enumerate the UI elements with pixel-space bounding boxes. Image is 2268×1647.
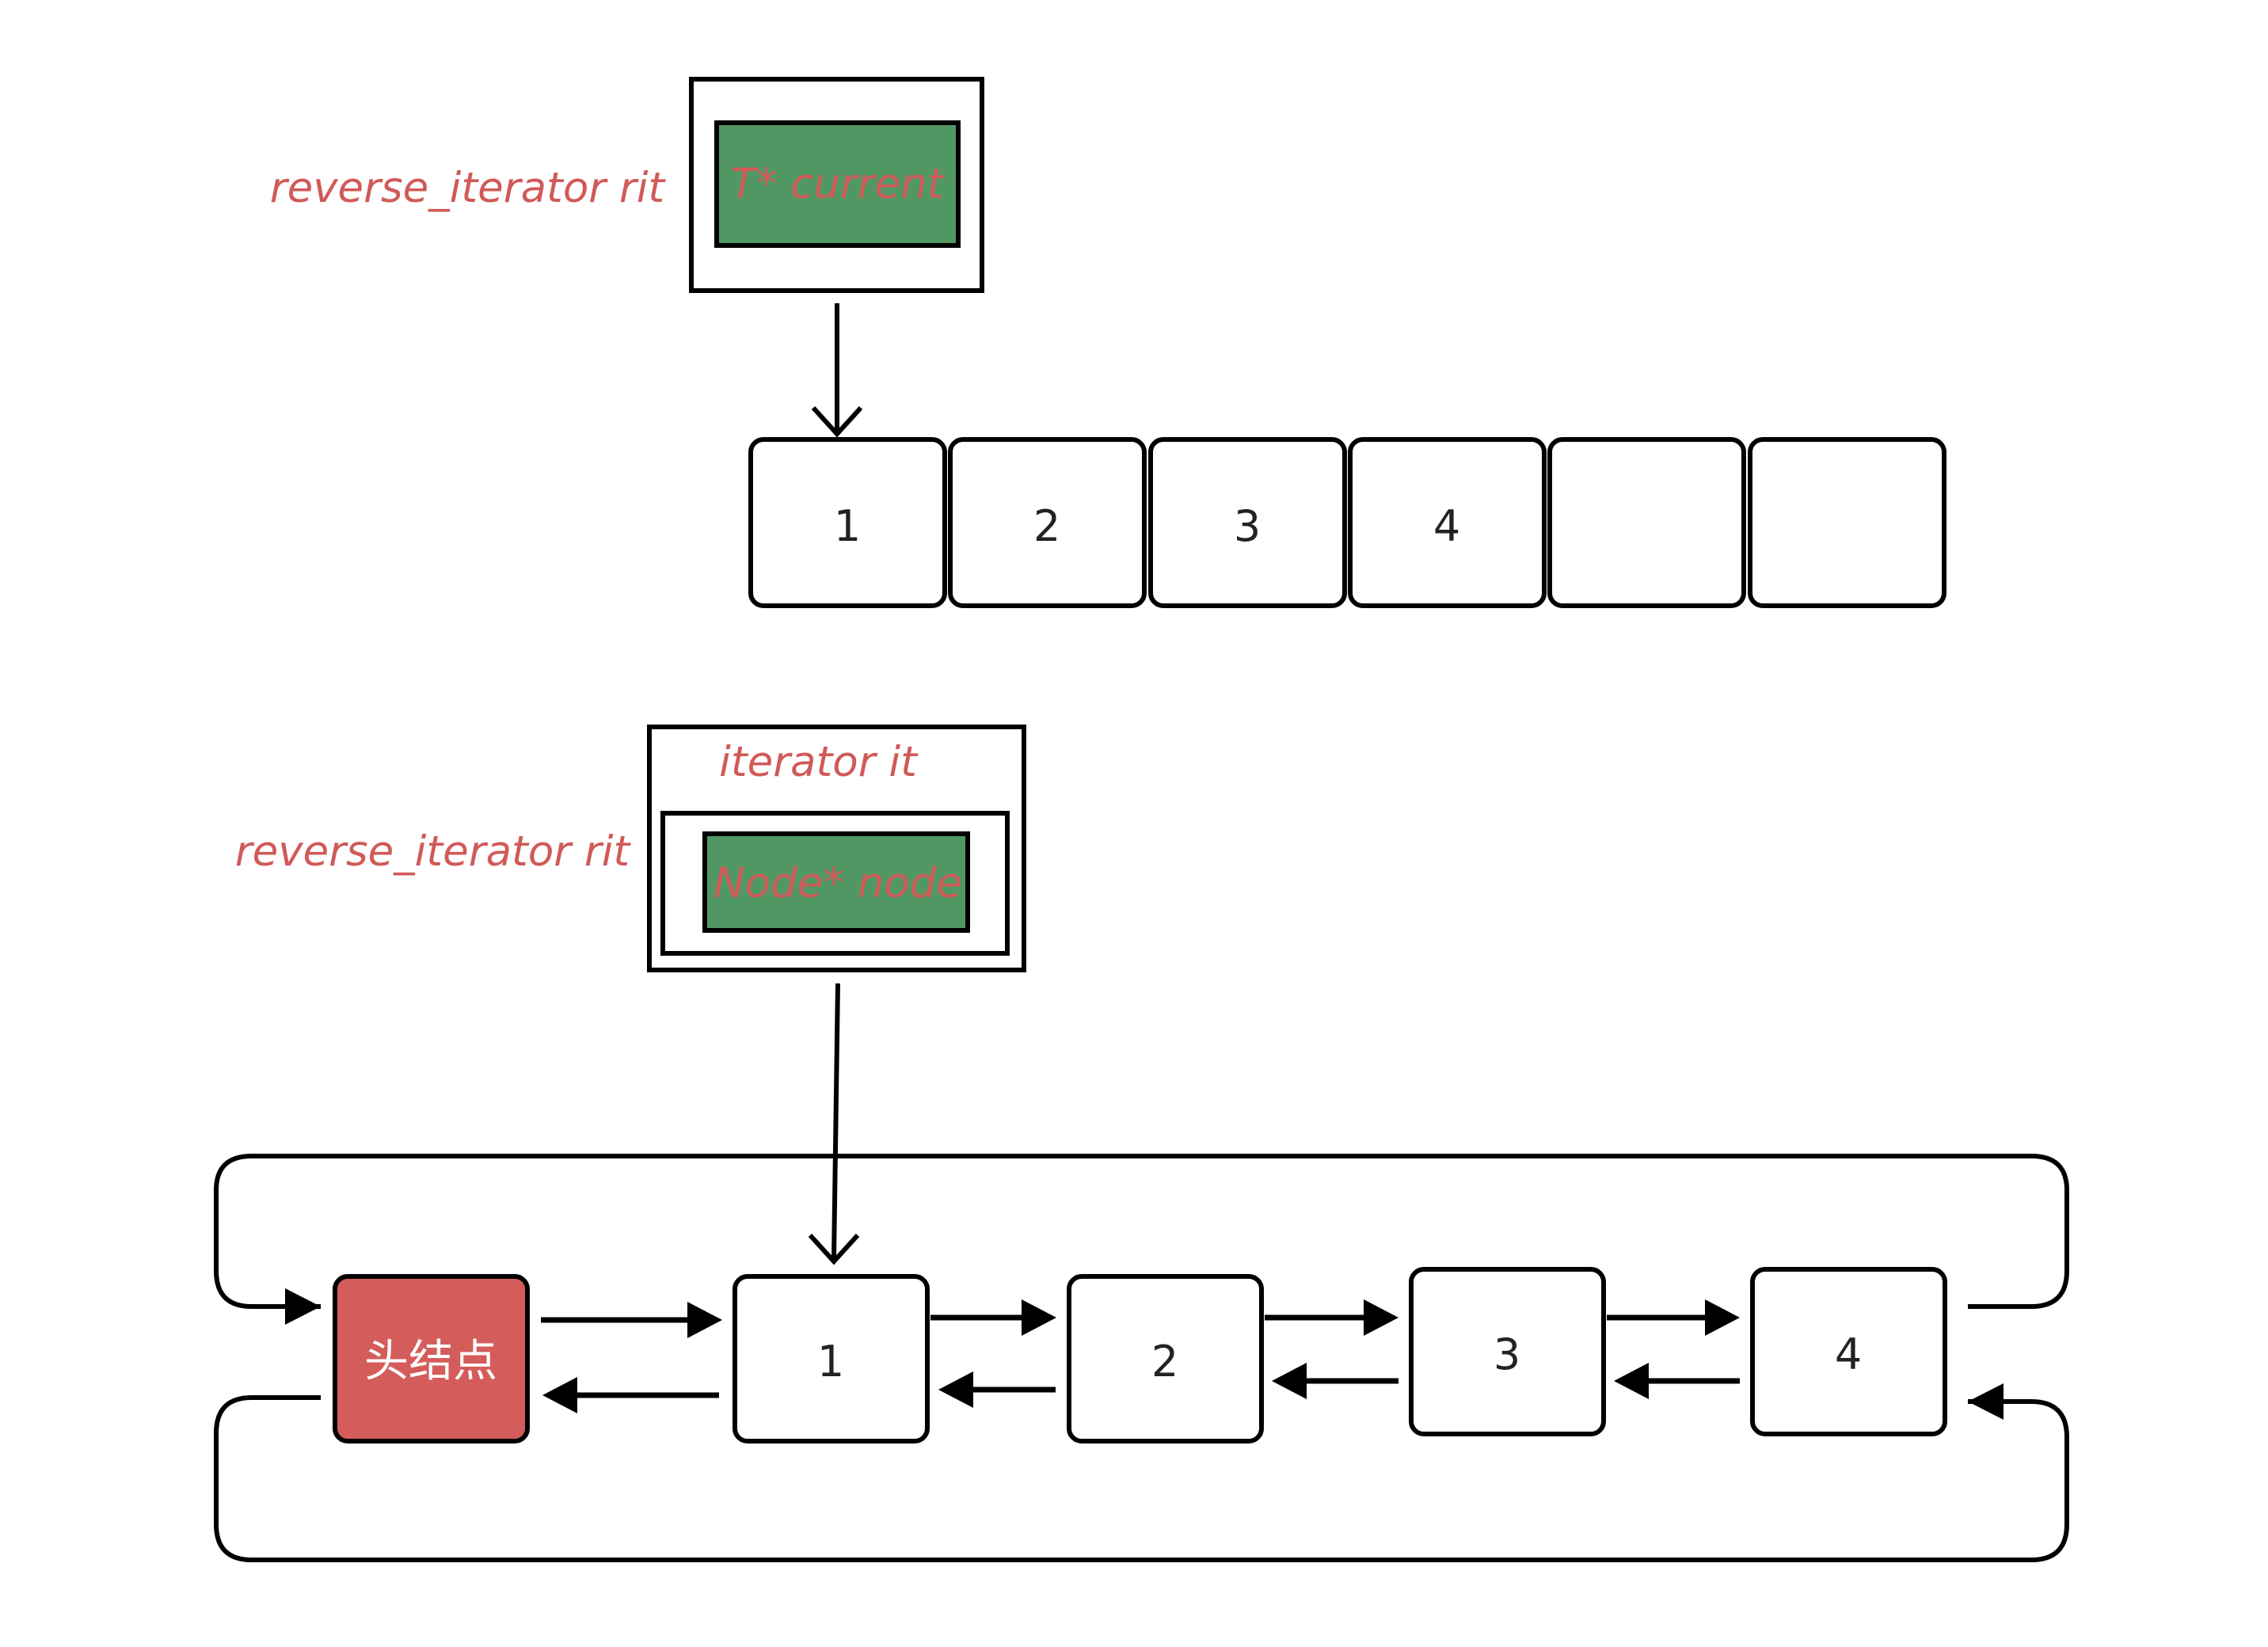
vector-cell-value: 3	[1234, 501, 1261, 551]
vector-pointer-field-label: T* current	[730, 160, 945, 208]
head-node	[333, 1274, 530, 1444]
vector-cells: 1 2 3 4	[748, 437, 1946, 608]
list-section: reverse_iterator rit iterator it Node* n…	[214, 725, 2069, 1562]
list-pointer-arrow	[808, 983, 860, 1265]
list-node	[1067, 1274, 1264, 1444]
list-node	[1409, 1267, 1606, 1436]
list-reverse-iterator-label: reverse_iterator rit	[235, 827, 632, 876]
vector-cell-value: 2	[1033, 501, 1060, 551]
vector-section: reverse_iterator rit T* current 1 2 3 4	[270, 77, 1946, 608]
list-node-value: 4	[1835, 1329, 1862, 1379]
list-node-value: 2	[1151, 1337, 1178, 1386]
vector-cell	[1547, 437, 1746, 608]
list-iterator-label: iterator it	[719, 738, 919, 786]
list-node	[733, 1274, 930, 1444]
list-pointer-field	[702, 831, 970, 933]
vector-cell	[748, 437, 947, 608]
list-node-value: 1	[817, 1337, 844, 1386]
node-links	[541, 1299, 1740, 1413]
vector-cell-value: 4	[1433, 501, 1460, 551]
circular-links	[214, 1154, 2069, 1562]
vector-reverse-iterator-label: reverse_iterator rit	[270, 164, 667, 212]
list-nodes: 1 2 3 4	[733, 1267, 1947, 1444]
head-node-label: 头结点	[364, 1336, 497, 1387]
list-node	[1750, 1267, 1947, 1436]
vector-cell-value: 1	[834, 501, 861, 551]
list-node-value: 3	[1494, 1329, 1520, 1379]
list-pointer-field-label: Node* node	[714, 859, 962, 907]
vector-pointer-field	[714, 120, 961, 248]
vector-cell	[1348, 437, 1547, 608]
vector-pointer-arrow	[811, 303, 863, 438]
vector-cell	[1748, 437, 1946, 608]
vector-cell	[948, 437, 1147, 608]
vector-cell	[1148, 437, 1347, 608]
